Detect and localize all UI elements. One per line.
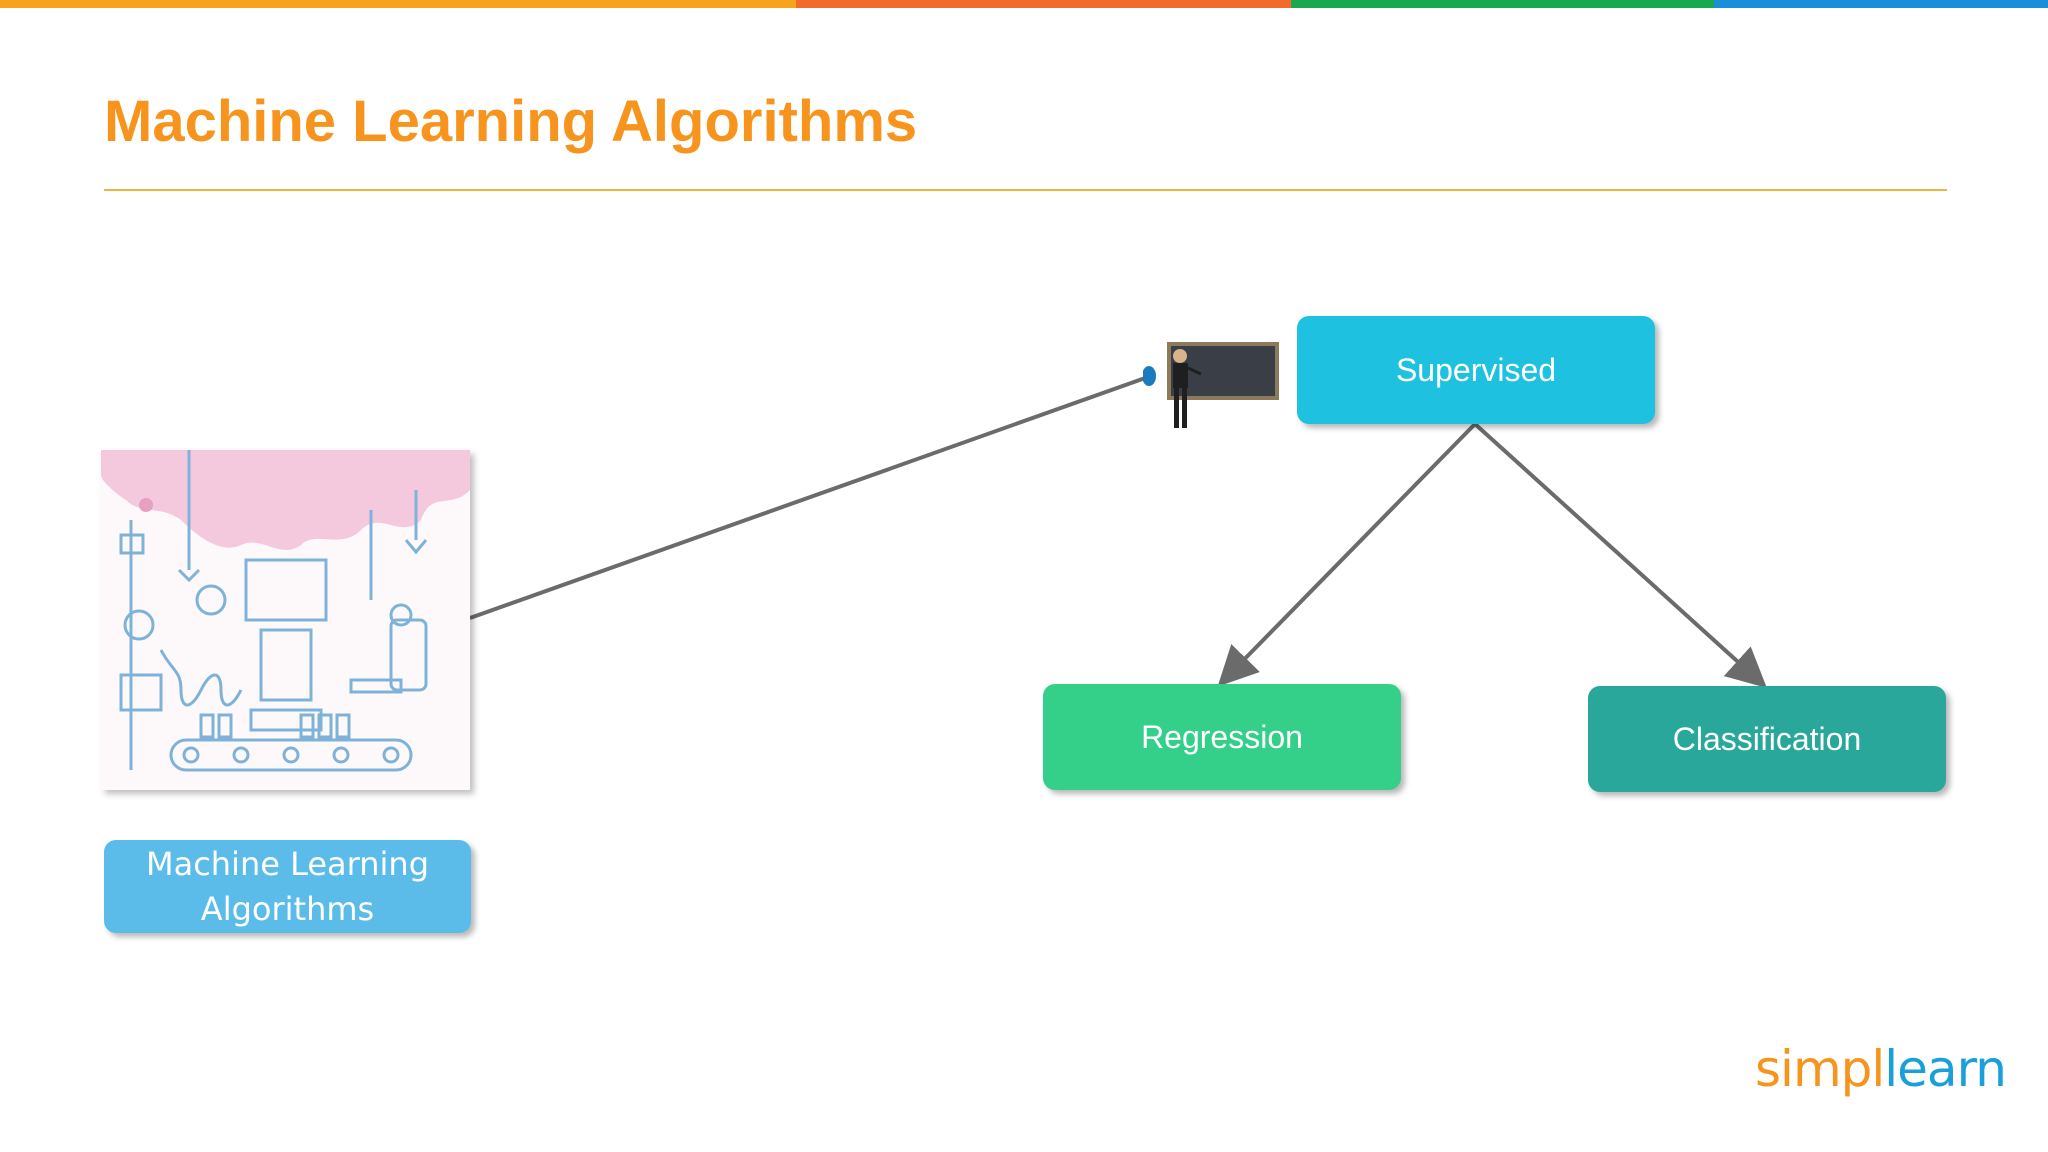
classification-label: Classification [1672,720,1862,757]
regression-label: Regression [1141,718,1303,755]
accent-bar-red [796,0,1291,8]
machine-learning-algorithms-node: Machine Learning Algorithms [104,840,471,933]
accent-bar-green [1291,0,1714,8]
edge-root-to-supervised [469,375,1149,620]
simplilearn-logo: simpllearn [1755,1040,2007,1098]
page-title: Machine Learning Algorithms [104,89,918,154]
supervised-label: Supervised [1395,351,1557,388]
ml-label-line-2: Algorithms [200,889,375,928]
accent-bar-blue [1714,0,2048,8]
accent-bar-orange [0,0,796,8]
classification-node: Classification [1588,686,1946,792]
regression-node: Regression [1043,684,1401,790]
logo-part-1: simpl [1755,1040,1885,1098]
teacher-at-blackboard-icon [1142,338,1283,433]
edge-supervised-to-regression [1217,422,1477,687]
ml-label-line-1: Machine Learning [145,844,430,883]
title-divider [104,189,1947,191]
machine-factory-illustration [101,450,470,790]
logo-part-2: learn [1884,1040,2007,1098]
edge-supervised-to-classification [1473,422,1767,689]
accent-bar [0,0,2048,8]
supervised-node: Supervised [1297,316,1655,424]
